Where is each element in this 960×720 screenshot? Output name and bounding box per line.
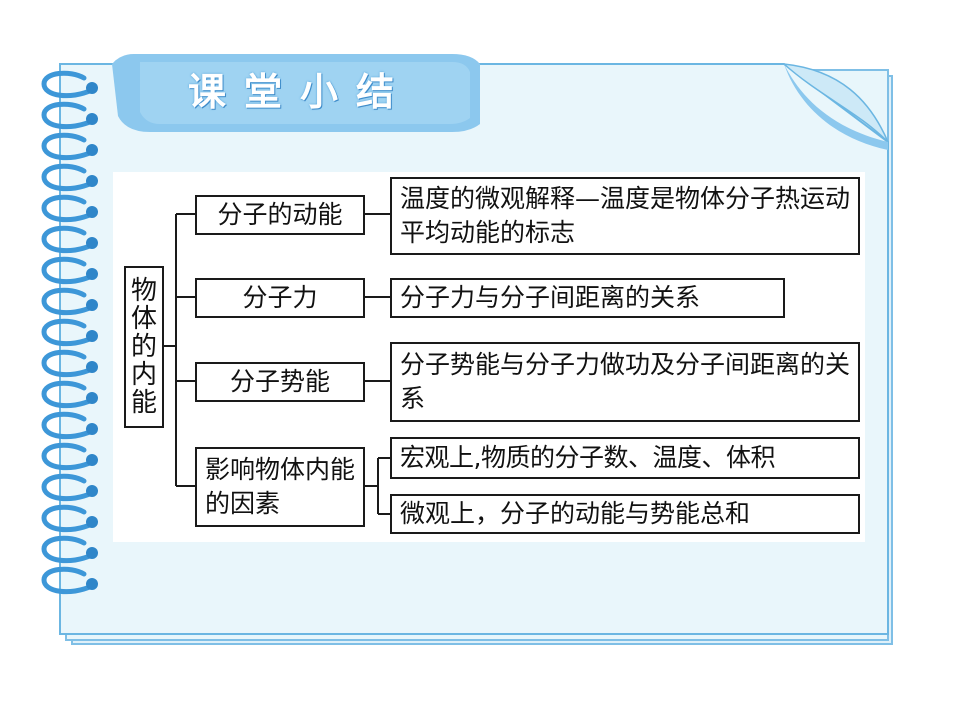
ring-icon	[41, 411, 98, 440]
ring-icon	[41, 535, 98, 564]
ring-icon	[41, 504, 98, 533]
detail-node: 分子势能与分子力做功及分子间距离的关系	[390, 342, 860, 422]
ring-icon	[41, 287, 98, 316]
root-char: 物	[130, 276, 157, 306]
ring-icon	[41, 256, 98, 285]
ring-icon	[41, 101, 98, 130]
ring-icon	[41, 349, 98, 378]
branch-node: 影响物体内能的因素	[195, 447, 365, 527]
ring-icon	[41, 318, 98, 347]
detail-node: 分子力与分子间距离的关系	[390, 278, 785, 318]
root-char: 能	[130, 388, 157, 418]
detail-node: 温度的微观解释—温度是物体分子热运动平均动能的标志	[390, 177, 860, 255]
ring-icon	[41, 442, 98, 471]
branch-node: 分子力	[195, 278, 365, 318]
slide-title: 课堂小结	[187, 70, 412, 114]
ring-icon	[41, 225, 98, 254]
root-char: 体	[130, 304, 157, 334]
root-char: 的	[130, 332, 157, 362]
ring-icon	[41, 163, 98, 192]
ring-icon	[41, 70, 98, 99]
ring-icon	[41, 194, 98, 223]
branch-node: 分子势能	[195, 362, 365, 402]
root-node: 物 体 的 内 能	[124, 266, 164, 428]
ring-icon	[41, 132, 98, 161]
detail-node: 宏观上,物质的分子数、温度、体积	[390, 437, 860, 479]
ring-icon	[41, 380, 98, 409]
detail-node: 微观上，分子的动能与势能总和	[390, 494, 860, 534]
ring-icon	[41, 473, 98, 502]
ring-icon	[41, 566, 98, 595]
root-char: 内	[130, 360, 157, 390]
spiral-binding	[41, 70, 98, 595]
branch-node: 分子的动能	[195, 195, 365, 235]
